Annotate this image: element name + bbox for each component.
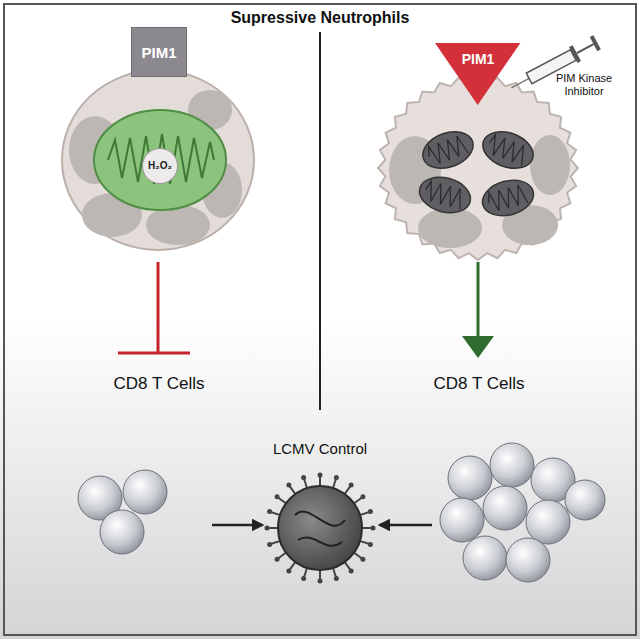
virus-spike-tip [286,483,291,488]
virus-spike-tip [334,576,339,581]
virus-spike-tip [334,475,339,480]
h2o2-circle: H₂O₂ [142,148,178,184]
virus-spike-tip [275,557,280,562]
virus-spike-tip [318,473,323,478]
drug-label: PIM Kinase Inhibitor [536,72,632,97]
virus-spike-tip [318,579,323,584]
virus-spike-tip [368,542,373,547]
many-t-cells [440,443,605,582]
cell-label: CD8 T Cells [78,374,240,394]
pim1-box: PIM1 [131,27,187,77]
node-text: PIM1 [462,51,495,67]
virus-rna [295,512,345,546]
virus-spike-tip [267,542,272,547]
crista [486,184,528,213]
green-mitochondrion [94,110,226,210]
cell-label: CD8 T Cells [398,374,560,394]
nucleus-lobes [389,135,570,248]
crista [426,134,469,166]
activation-arrow [462,262,494,358]
virus-spike-tip [275,494,280,499]
title: Supressive Neutrophils [0,9,640,27]
virus-spike-tip [349,568,354,573]
crista [486,134,529,166]
arrow-right [380,524,432,527]
virus-spike-tip [301,576,306,581]
crista [423,180,465,209]
virus-spike-tip [360,557,365,562]
divider [319,32,321,410]
virus-spike-tip [371,526,376,531]
virus-spike-tip [368,509,373,514]
inhibition-line [118,262,190,353]
left-neutrophil [62,70,254,250]
mito-cristae [423,134,528,213]
virus-spike-tip [349,483,354,488]
arrow-left [212,524,262,527]
few-t-cells [78,470,167,554]
pim1-triangle: PIM1 [435,43,520,105]
virus-body [278,486,362,570]
node-text: H₂O₂ [148,160,172,171]
lcmv-virus [265,473,376,584]
virus-spike-tip [286,568,291,573]
outcome-label: LCMV Control [270,440,370,457]
frame [4,4,636,635]
virus-spike-tip [267,509,272,514]
virus-spike-tip [360,494,365,499]
dark-mitochondria [415,125,538,221]
virus-spike-tip [301,475,306,480]
triangle-shape [435,43,520,105]
node-text: PIM1 [141,44,176,61]
virus-spike-tip [265,526,270,531]
